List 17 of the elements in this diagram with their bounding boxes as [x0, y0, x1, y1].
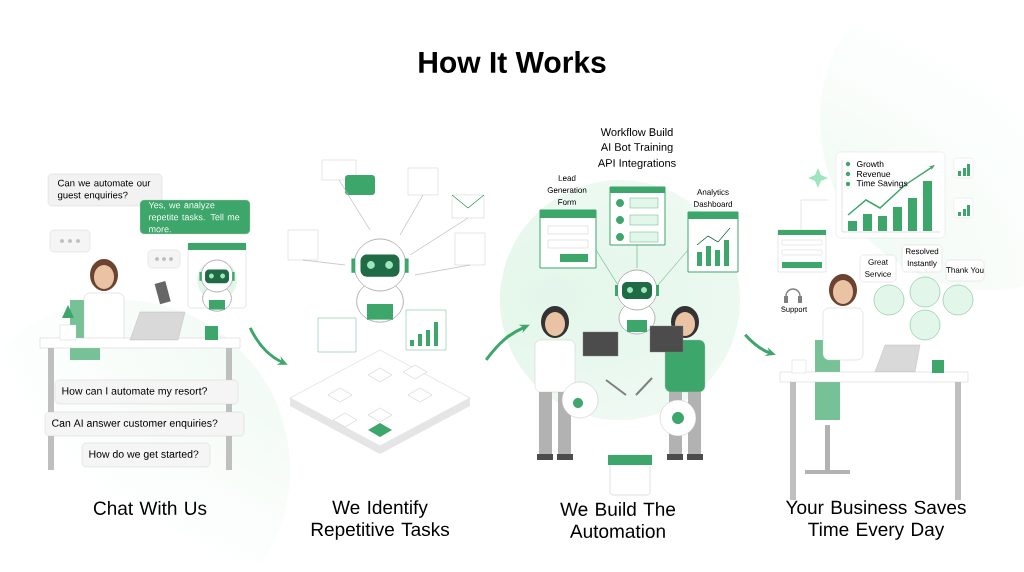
speech-bubble: Resolved Instantly	[901, 244, 943, 273]
question-pill: How can I automate my resort?	[54, 379, 239, 405]
step-caption: We Build The Automation	[560, 502, 676, 538]
chat-bubble: Yes, we analyze repetite tasks. Tell me more.	[139, 199, 251, 235]
title: How It Works	[419, 51, 606, 73]
step-caption: We Identify Repetitive Tasks	[311, 500, 449, 540]
speech-bubble: Thank You	[945, 259, 985, 282]
step-caption: Chat With Us	[93, 501, 207, 515]
speech-bubble: Great Service	[859, 254, 897, 283]
question-pill: How do we get started?	[81, 442, 211, 468]
question-pill: Can AI answer customer enquiries?	[44, 411, 245, 437]
screen-label: API Integrations	[597, 158, 676, 170]
step-caption: Your Business Saves Time Every Day	[785, 500, 966, 540]
screen-label: Analytics Dashboard	[694, 189, 733, 207]
screen-label: AI Bot Training	[600, 142, 673, 154]
screen-label: Lead Generation Form	[547, 175, 587, 205]
screen-label: Workflow Build	[600, 127, 673, 137]
